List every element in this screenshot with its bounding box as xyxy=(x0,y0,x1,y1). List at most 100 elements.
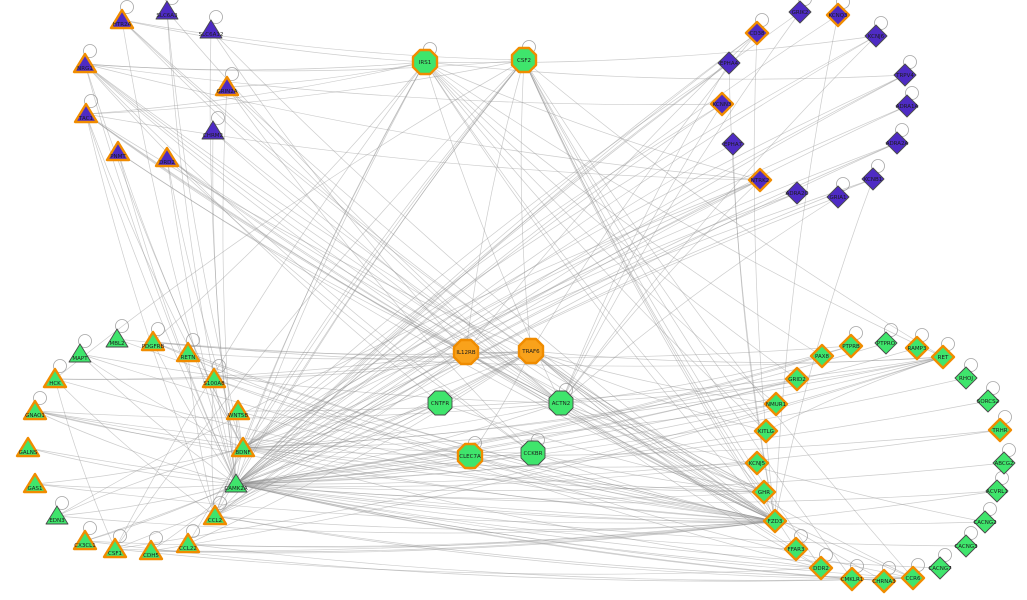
node-GALNS[interactable]: GALNS xyxy=(15,436,41,458)
edge xyxy=(523,59,914,579)
node-EPHA4[interactable]: EPHA4 xyxy=(717,51,741,75)
edge xyxy=(84,63,534,454)
node-RAMP3[interactable]: RAMP3 xyxy=(904,335,930,361)
edge xyxy=(235,483,765,500)
edge xyxy=(214,515,776,531)
edge xyxy=(242,447,822,569)
node-CMKLR1[interactable]: CMKLR1 xyxy=(839,566,865,592)
node-KCNB1[interactable]: KCNB1 xyxy=(861,167,885,191)
edge xyxy=(85,113,216,517)
node-TRPV4[interactable]: TRPV4 xyxy=(893,63,917,87)
node-ACVRL1[interactable]: ACVRL1 xyxy=(985,479,1009,503)
edge xyxy=(210,29,467,353)
edge xyxy=(530,350,944,363)
edge xyxy=(774,178,874,522)
node-CNTFR[interactable]: CNTFR xyxy=(427,390,453,416)
edge xyxy=(117,151,776,522)
edge xyxy=(235,403,777,485)
node-IL12RB[interactable]: IL12RB xyxy=(452,338,480,366)
diamond-node-shape xyxy=(808,555,834,581)
diamond-node-shape xyxy=(900,565,926,591)
node-GRIK2[interactable]: GRIK2 xyxy=(788,0,812,24)
edge xyxy=(242,350,532,449)
node-RHOJ[interactable]: RHOJ xyxy=(954,366,978,390)
node-CCKBR[interactable]: CCKBR xyxy=(520,440,546,466)
node-IRS1[interactable]: IRS1 xyxy=(411,48,439,76)
edge xyxy=(212,130,776,522)
edge xyxy=(235,483,797,550)
edge xyxy=(242,62,730,449)
node-TRAF6[interactable]: TRAF6 xyxy=(517,337,545,365)
diamond-node-shape xyxy=(864,24,888,48)
edge xyxy=(166,157,562,404)
edge xyxy=(235,483,998,504)
edge xyxy=(121,19,426,63)
edge xyxy=(439,402,765,493)
node-EPHA7[interactable]: EPHA7 xyxy=(721,132,745,156)
triangle-node-shape xyxy=(214,75,240,97)
edge xyxy=(235,483,941,569)
node-TRHR[interactable]: TRHR xyxy=(987,417,1013,443)
node-RET[interactable]: RET xyxy=(930,344,956,370)
node-CSF2[interactable]: CSF2 xyxy=(510,46,538,74)
node-CLEC7A[interactable]: CLEC7A xyxy=(456,442,484,470)
node-DRD2[interactable]: DRD2 xyxy=(154,146,180,168)
diamond-node-shape xyxy=(954,534,978,558)
edge xyxy=(530,350,822,569)
edge xyxy=(214,515,853,580)
edge xyxy=(34,483,776,524)
edge xyxy=(166,157,765,493)
edge xyxy=(242,447,776,522)
edge xyxy=(424,61,906,80)
node-ACTN2[interactable]: ACTN2 xyxy=(548,390,574,416)
edge xyxy=(523,59,776,522)
edge xyxy=(235,462,1005,492)
edge xyxy=(54,378,116,550)
node-PTPRB[interactable]: PTPRB xyxy=(838,333,864,359)
edge xyxy=(79,353,244,449)
edge xyxy=(424,61,767,432)
triangle-node-shape xyxy=(138,539,164,561)
edge xyxy=(54,351,467,380)
edge xyxy=(116,338,776,522)
node-CCR6[interactable]: CCR6 xyxy=(900,565,926,591)
edge xyxy=(34,410,237,485)
edge xyxy=(560,62,730,404)
edge xyxy=(27,447,237,485)
self-loop xyxy=(83,44,97,58)
node-ABCG2[interactable]: ABCG2 xyxy=(992,451,1016,475)
edge xyxy=(424,61,798,380)
edge xyxy=(242,103,723,449)
edge xyxy=(150,356,944,552)
edge xyxy=(84,63,776,522)
edge xyxy=(84,63,723,105)
edge xyxy=(465,351,776,522)
edge xyxy=(560,402,765,493)
edge xyxy=(152,341,852,359)
edge xyxy=(560,402,986,523)
diamond-node-shape xyxy=(976,389,1000,413)
diamond-node-shape xyxy=(839,566,865,592)
edge xyxy=(530,350,765,493)
node-KCNQ3[interactable]: KCNQ3 xyxy=(825,2,851,28)
triangle-node-shape xyxy=(175,532,201,554)
edge xyxy=(530,350,797,550)
node-KCNJ5[interactable]: KCNJ5 xyxy=(744,450,770,476)
edge xyxy=(85,61,426,115)
edge xyxy=(465,32,758,353)
edge xyxy=(214,179,761,517)
node-PTPRO[interactable]: PTPRO xyxy=(874,331,898,355)
self-loop xyxy=(149,531,163,545)
edge xyxy=(214,351,467,517)
edge xyxy=(732,143,776,522)
edge xyxy=(84,63,562,404)
edge xyxy=(114,520,776,553)
edge xyxy=(114,350,532,550)
edge xyxy=(210,29,776,522)
node-SORCS2[interactable]: SORCS2 xyxy=(976,389,1000,413)
edge xyxy=(187,350,532,360)
diamond-node-shape xyxy=(809,343,835,369)
edge xyxy=(560,35,877,404)
